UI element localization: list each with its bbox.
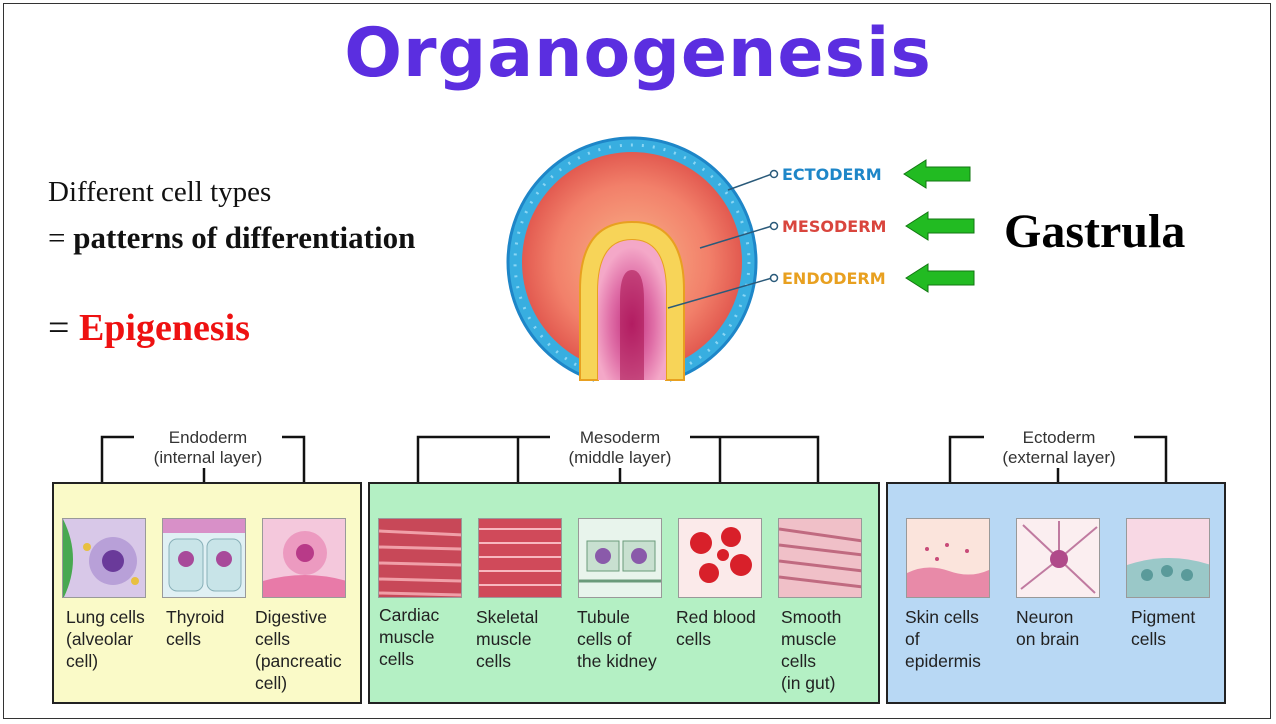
slide-frame	[3, 3, 1271, 719]
skeletal-muscle-image	[478, 518, 562, 598]
patterns-text: patterns of differentiation	[73, 220, 416, 255]
mesoderm-arrow	[905, 211, 975, 241]
endoderm-group-name: Endoderm	[168, 428, 248, 447]
thyroid-cell-image	[162, 518, 246, 598]
pigment-cell-image	[1126, 518, 1210, 598]
ectoderm-arrow	[903, 159, 971, 189]
skin-cell-image	[906, 518, 990, 598]
equals-sign: =	[48, 307, 79, 349]
mesoderm-group-name: Mesoderm	[579, 428, 661, 447]
equals-sign: =	[48, 220, 74, 255]
endoderm-arrow	[905, 263, 975, 293]
endoderm-group-label: Endoderm (internal layer)	[134, 428, 282, 468]
lung-cell-image	[62, 518, 146, 598]
cell-caption: Red blood cells	[676, 607, 756, 649]
ectoderm-group-sub: (external layer)	[1002, 448, 1116, 467]
gastrula-label: Gastrula	[1004, 205, 1186, 258]
cell-caption: Skin cells of epidermis	[905, 607, 981, 671]
definition-line-3: = Epigenesis	[48, 306, 250, 350]
cell-caption: Tubule cells of the kidney	[577, 607, 657, 671]
ectoderm-dots	[513, 143, 751, 381]
cell-caption: Smooth muscle cells (in gut)	[781, 607, 842, 693]
digestive-cell-image	[262, 518, 346, 598]
mesoderm-group-label: Mesoderm (middle layer)	[550, 428, 690, 468]
cell-caption: Lung cells (alveolar cell)	[66, 607, 145, 671]
endoderm-group-sub: (internal layer)	[153, 448, 263, 467]
ectoderm-label: ECTODERM	[782, 165, 882, 184]
cell-caption: Thyroid cells	[166, 607, 225, 649]
cardiac-muscle-image	[378, 518, 462, 598]
archenteron-core	[620, 270, 644, 380]
cell-caption: Cardiac muscle cells	[379, 605, 440, 669]
epigenesis-text: Epigenesis	[78, 307, 250, 349]
ectoderm-group-name: Ectoderm	[1022, 428, 1096, 447]
neuron-image	[1016, 518, 1100, 598]
cell-caption: Digestive cells (pancreatic cell)	[255, 607, 342, 693]
endoderm-label: ENDODERM	[782, 269, 886, 288]
smooth-muscle-image	[778, 518, 862, 598]
red-blood-cell-image	[678, 518, 762, 598]
definition-line-1: Different cell types	[48, 176, 272, 208]
mesoderm-group-sub: (middle layer)	[568, 448, 672, 467]
page-title: Organogenesis	[344, 14, 932, 93]
definition-line-2: = patterns of differentiation	[48, 220, 415, 256]
mesoderm-label: MESODERM	[782, 217, 887, 236]
kidney-tubule-image	[578, 518, 662, 598]
cell-caption: Neuron on brain	[1016, 607, 1080, 649]
ectoderm-group-label: Ectoderm (external layer)	[984, 428, 1134, 468]
cell-caption: Skeletal muscle cells	[476, 607, 539, 671]
cell-caption: Pigment cells	[1131, 607, 1196, 649]
